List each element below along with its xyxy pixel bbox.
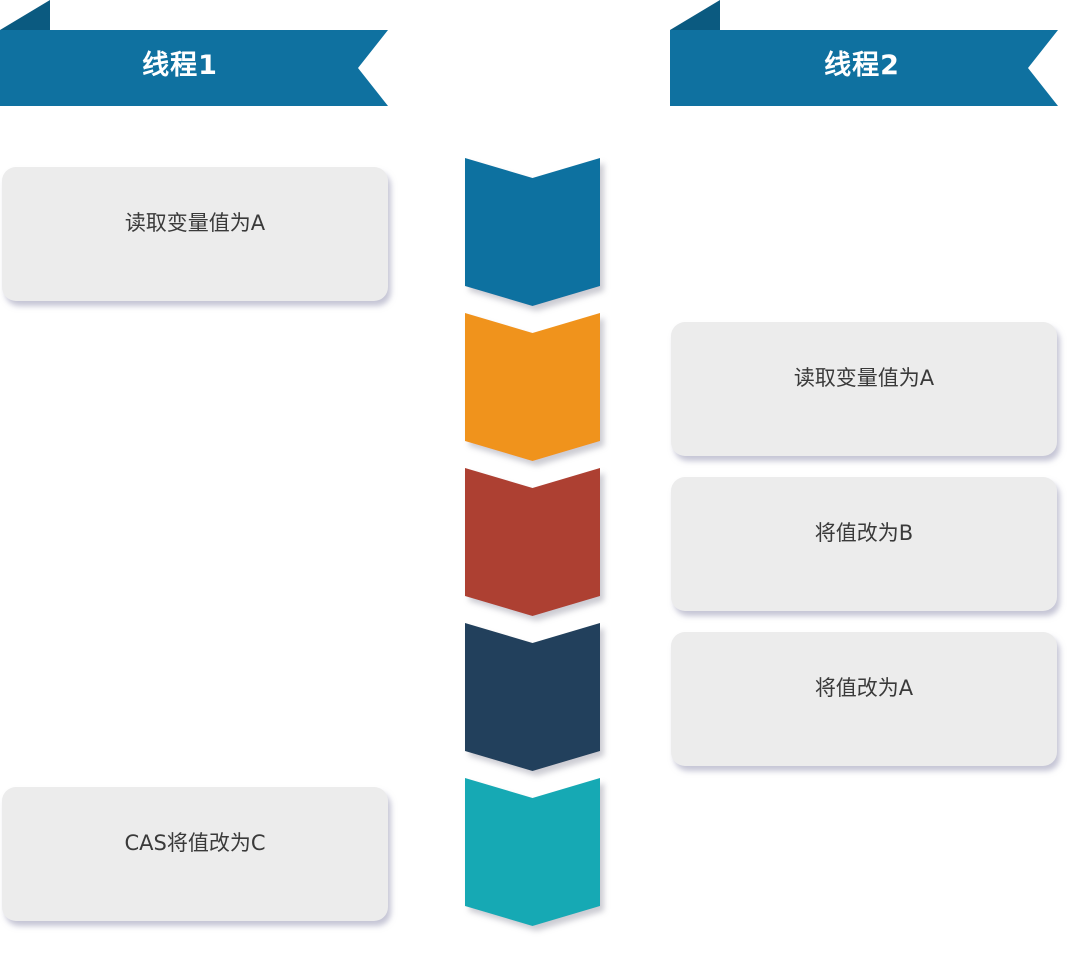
thread-2-header: 线程2 (670, 0, 1060, 110)
timeline-chevron-3 (465, 468, 600, 616)
thread-1-header: 线程1 (0, 0, 390, 110)
timeline-chevron-2 (465, 313, 600, 461)
thread-1-title: 线程1 (142, 50, 218, 81)
thread-2-step-set-a: 将值改为A (671, 632, 1057, 766)
timeline-chevrons (465, 158, 600, 926)
timeline-chevron-4 (465, 623, 600, 771)
thread-1-step-cas: CAS将值改为C (2, 787, 388, 921)
ribbon-body (670, 30, 1058, 106)
thread-2-title: 线程2 (824, 50, 900, 81)
step-label: CAS将值改为C (124, 831, 266, 855)
thread-1-ribbon-shape (0, 0, 388, 106)
step-label: 将值改为B (814, 521, 914, 545)
step-label: 读取变量值为A (124, 211, 266, 235)
thread-2-step-read: 读取变量值为A (671, 322, 1057, 456)
thread-2-ribbon-shape (670, 0, 1058, 106)
thread-2-step-set-b: 将值改为B (671, 477, 1057, 611)
timeline-chevron-5 (465, 778, 600, 926)
step-label: 读取变量值为A (793, 366, 935, 390)
timeline-group (465, 158, 600, 926)
step-label: 将值改为A (814, 676, 914, 700)
timeline-chevron-1 (465, 158, 600, 306)
thread-1-step-read: 读取变量值为A (2, 167, 388, 301)
ribbon-body (0, 30, 388, 106)
